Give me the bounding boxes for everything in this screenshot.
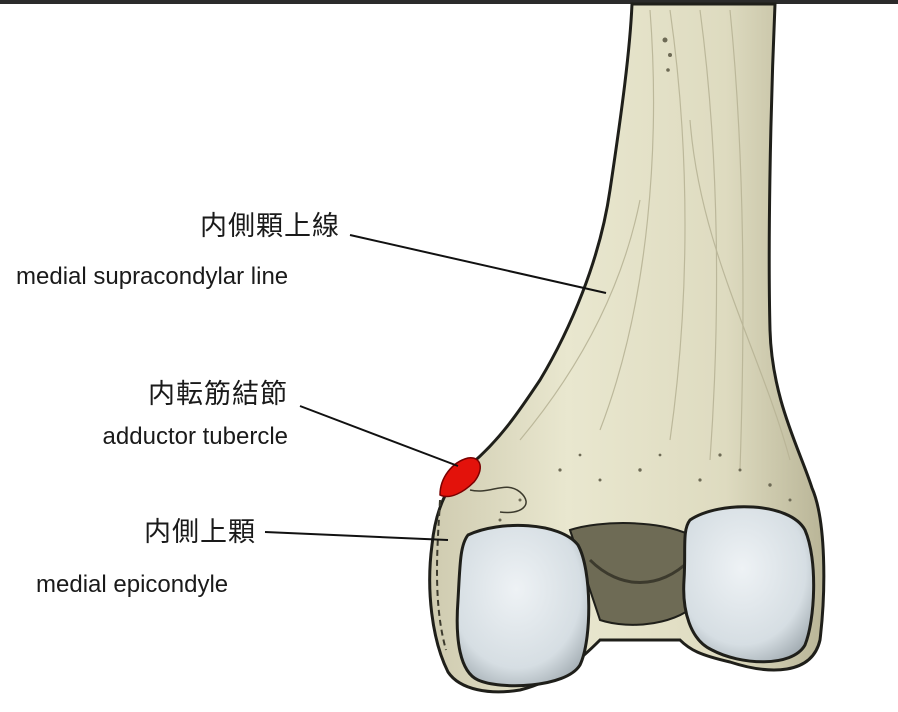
medial-condyle xyxy=(455,523,591,688)
label-supracondylar-en: medial supracondylar line xyxy=(16,263,289,290)
label-epicondyle-en: medial epicondyle xyxy=(36,571,229,598)
notch-shadow xyxy=(588,558,692,584)
leader-line-supracondylar xyxy=(349,234,607,294)
lateral-condyle xyxy=(682,505,816,664)
label-adductor-jp: 内転筋結節 xyxy=(148,379,288,410)
leader-line-epicondyle xyxy=(264,531,449,541)
tubercle-ridge xyxy=(469,486,527,514)
label-supracondylar-jp: 内側顆上線 xyxy=(200,211,340,242)
bone-fiber-lines xyxy=(519,9,791,471)
adductor-tubercle-highlight xyxy=(439,457,481,498)
label-adductor-en: adductor tubercle xyxy=(102,423,288,450)
bone-speckles xyxy=(498,37,792,522)
epicondyle-edge xyxy=(436,499,447,651)
leader-line-adductor xyxy=(299,405,459,467)
top-border xyxy=(0,0,898,4)
label-epicondyle-jp: 内側上顆 xyxy=(144,517,256,548)
